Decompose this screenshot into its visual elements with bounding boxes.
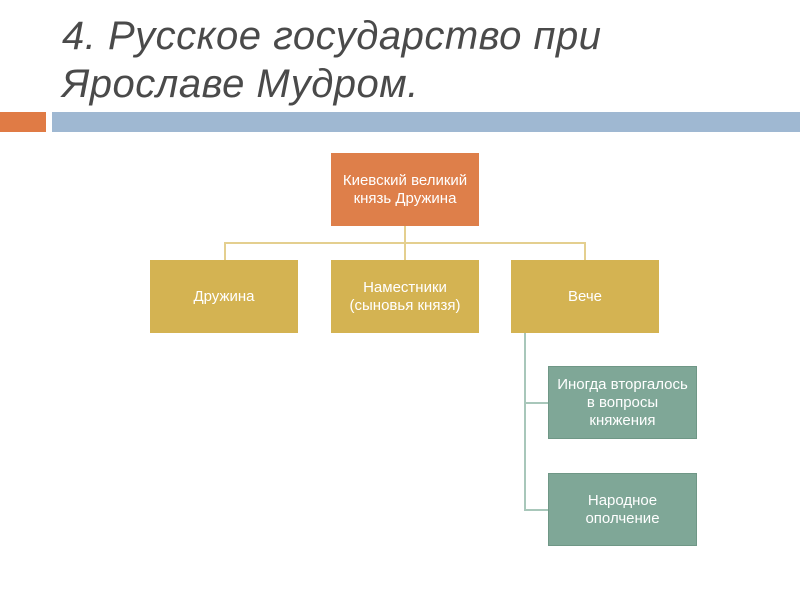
connector-root-down	[404, 226, 406, 243]
connector-to-druzhina	[224, 242, 226, 260]
node-kiev-prince-label: Киевский великий князь Дружина	[342, 171, 468, 207]
connector-veche-child-2	[524, 509, 548, 511]
title-line-1: 4. Русское государство при	[62, 14, 602, 58]
connector-veche-vertical	[524, 333, 526, 510]
node-militia-label: Народное ополчение	[585, 491, 660, 527]
title-line-2: Ярославе Мудром.	[62, 62, 419, 106]
node-veche: Вече	[511, 260, 659, 333]
node-druzhina-label: Дружина	[193, 287, 255, 305]
slide-title: 4. Русское государство при Ярославе Мудр…	[62, 12, 762, 108]
node-druzhina: Дружина	[150, 260, 298, 333]
node-namestniki-label: Наместники (сыновья князя)	[349, 278, 461, 314]
node-namestniki: Наместники (сыновья князя)	[331, 260, 479, 333]
connector-to-namestniki	[404, 242, 406, 260]
title-underline-bar	[52, 112, 800, 132]
connector-to-veche	[584, 242, 586, 260]
node-kiev-prince: Киевский великий князь Дружина	[331, 153, 479, 226]
accent-bar	[0, 112, 46, 132]
node-veche-influence: Иногда вторгалось в вопросы княжения	[548, 366, 697, 439]
node-veche-label: Вече	[567, 287, 602, 305]
node-veche-influence-label: Иногда вторгалось в вопросы княжения	[557, 375, 688, 429]
node-militia: Народное ополчение	[548, 473, 697, 546]
connector-veche-child-1	[524, 402, 548, 404]
